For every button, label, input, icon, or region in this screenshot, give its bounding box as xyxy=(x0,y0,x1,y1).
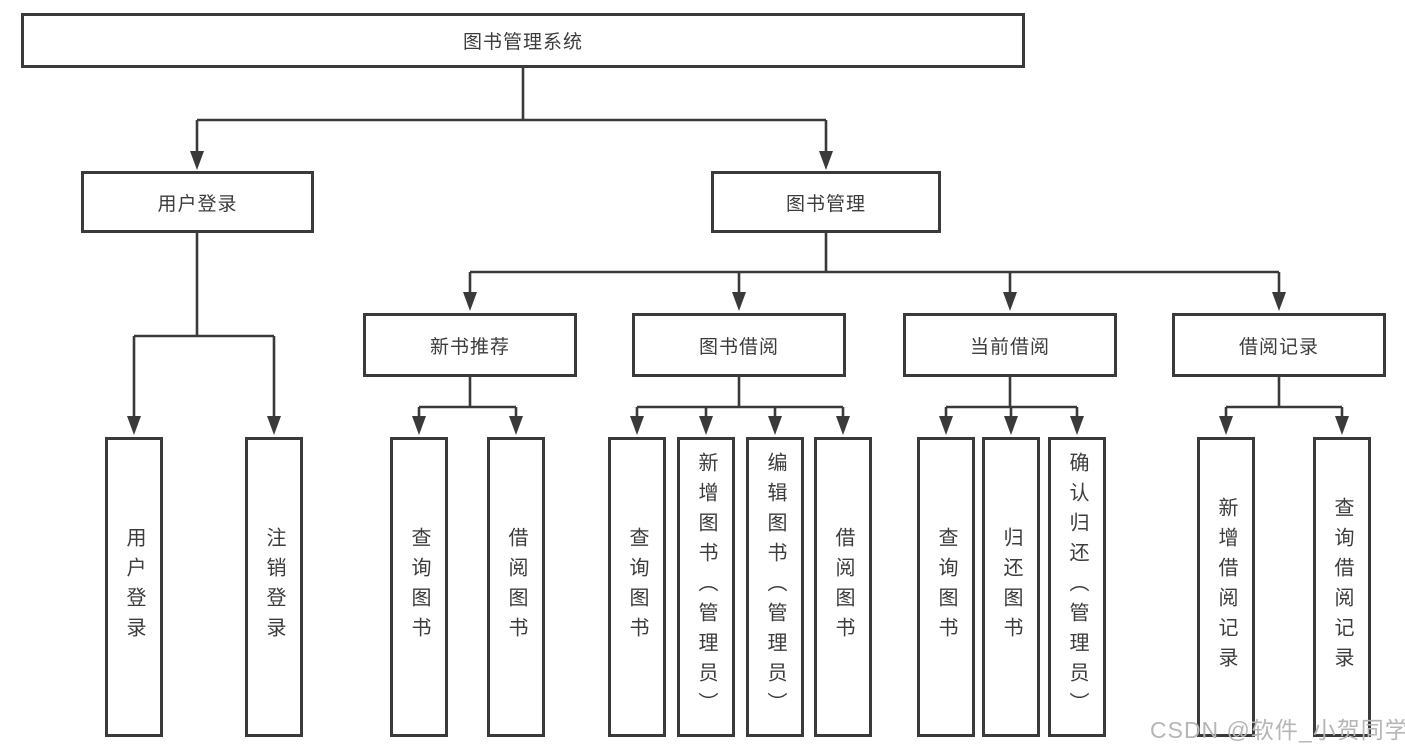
node-library-management-system: 图书管理系统 xyxy=(21,13,1025,68)
arrowhead-icons xyxy=(127,151,1349,435)
node-new-book-recommendation: 新书推荐 xyxy=(363,313,577,377)
leaf-query-books-current: 查询图书 xyxy=(917,437,975,737)
leaf-confirm-return-admin: 确认归还（管理员） xyxy=(1048,437,1106,737)
node-book-management: 图书管理 xyxy=(711,171,941,233)
leaf-query-books-recommend: 查询图书 xyxy=(390,437,448,737)
leaf-query-borrow-record: 查询借阅记录 xyxy=(1313,437,1371,737)
leaf-user-login: 用户登录 xyxy=(105,437,163,737)
node-current-borrowing: 当前借阅 xyxy=(903,313,1117,377)
node-book-borrowing: 图书借阅 xyxy=(632,313,846,377)
leaf-borrow-books: 借阅图书 xyxy=(814,437,872,737)
leaf-return-book: 归还图书 xyxy=(982,437,1040,737)
leaf-logout: 注销登录 xyxy=(245,437,303,737)
leaf-add-book-admin: 新增图书（管理员） xyxy=(677,437,735,737)
leaf-query-books-borrow: 查询图书 xyxy=(608,437,666,737)
node-user-login: 用户登录 xyxy=(81,171,314,233)
node-borrowing-records: 借阅记录 xyxy=(1172,313,1386,377)
csdn-watermark: CSDN @软件_小贺同学 xyxy=(1150,717,1405,743)
leaf-borrow-books-recommend: 借阅图书 xyxy=(487,437,545,737)
leaf-edit-book-admin: 编辑图书（管理员） xyxy=(746,437,804,737)
leaf-add-borrow-record: 新增借阅记录 xyxy=(1197,437,1255,737)
